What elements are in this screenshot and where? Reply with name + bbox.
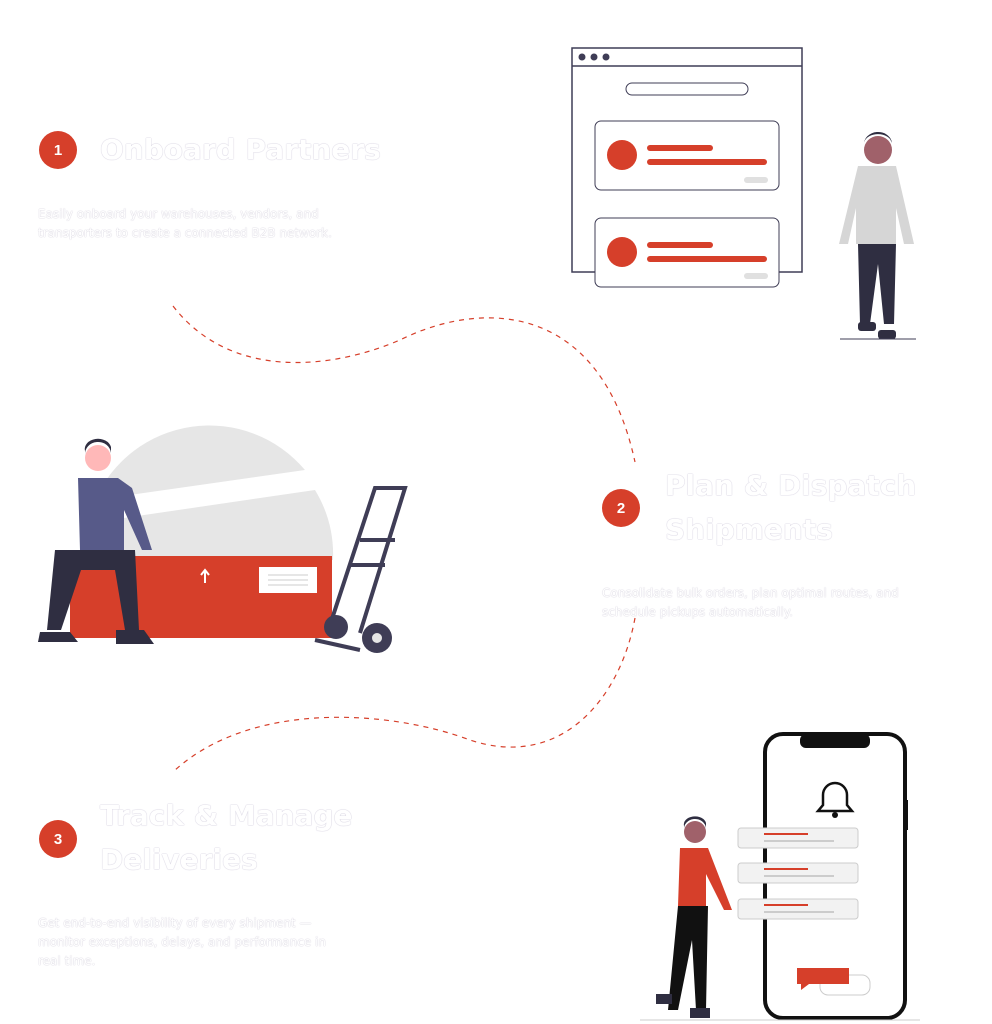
step-description: Easily onboard your warehouses, vendors,…	[38, 207, 332, 240]
step-description: Consolidate bulk orders, plan optimal ro…	[602, 586, 899, 619]
dashed-connector-1	[172, 305, 636, 463]
step-description: Get end-to-end visibility of every shipm…	[38, 916, 326, 968]
step-title: Plan & Dispatch Shipments	[665, 469, 917, 546]
step-number-badge: 1	[39, 131, 77, 169]
step-number-badge: 3	[39, 820, 77, 858]
dispatch-illustration	[38, 425, 408, 653]
tracking-illustration	[640, 732, 920, 1021]
step-title: Track & Manage Deliveries	[100, 799, 353, 876]
step-title: Onboard Partners	[100, 133, 381, 166]
dashed-connector-2	[172, 617, 636, 773]
onboard-illustration	[571, 47, 916, 340]
step-number-badge: 2	[602, 489, 640, 527]
